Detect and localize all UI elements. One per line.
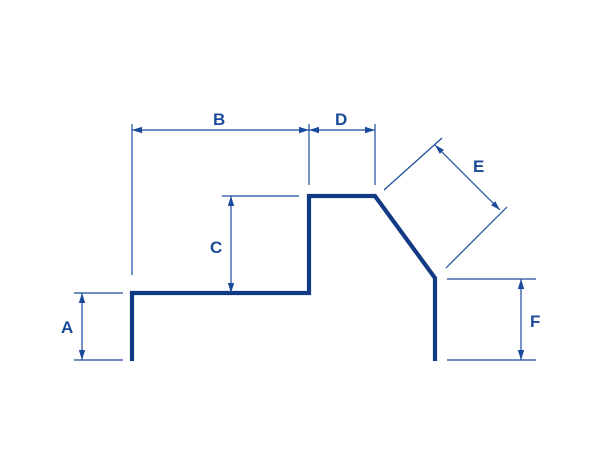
dimension-e-arrow-upper (435, 145, 444, 154)
dimension-a-arrow-top (78, 293, 86, 303)
dimension-b-arrow-right (299, 126, 309, 134)
dimension-c-arrow-top (227, 196, 235, 206)
dimension-f-arrow-top (517, 279, 525, 289)
dimension-a-arrow-bottom (78, 350, 86, 360)
dimension-d-label: D (335, 110, 347, 129)
dimension-b-arrow-left (132, 126, 142, 134)
dimension-f-arrow-bottom (517, 350, 525, 360)
profile-outline (129, 193, 438, 361)
dimension-e-arrow-lower (491, 201, 500, 210)
dimension-c-label: C (210, 238, 222, 257)
dimension-e-extension-upper (383, 137, 443, 191)
dimension-e-line (434, 144, 501, 211)
dimension-e-label: E (473, 157, 484, 176)
dimension-d-arrow-left (309, 126, 319, 134)
dimension-b-label: B (213, 110, 225, 129)
dimension-c-arrow-bottom (227, 283, 235, 293)
dimension-f-label: F (530, 312, 540, 331)
dimension-e-extension-lower (445, 206, 508, 269)
dimension-a-label: A (61, 318, 73, 337)
dimension-d-arrow-right (365, 126, 375, 134)
